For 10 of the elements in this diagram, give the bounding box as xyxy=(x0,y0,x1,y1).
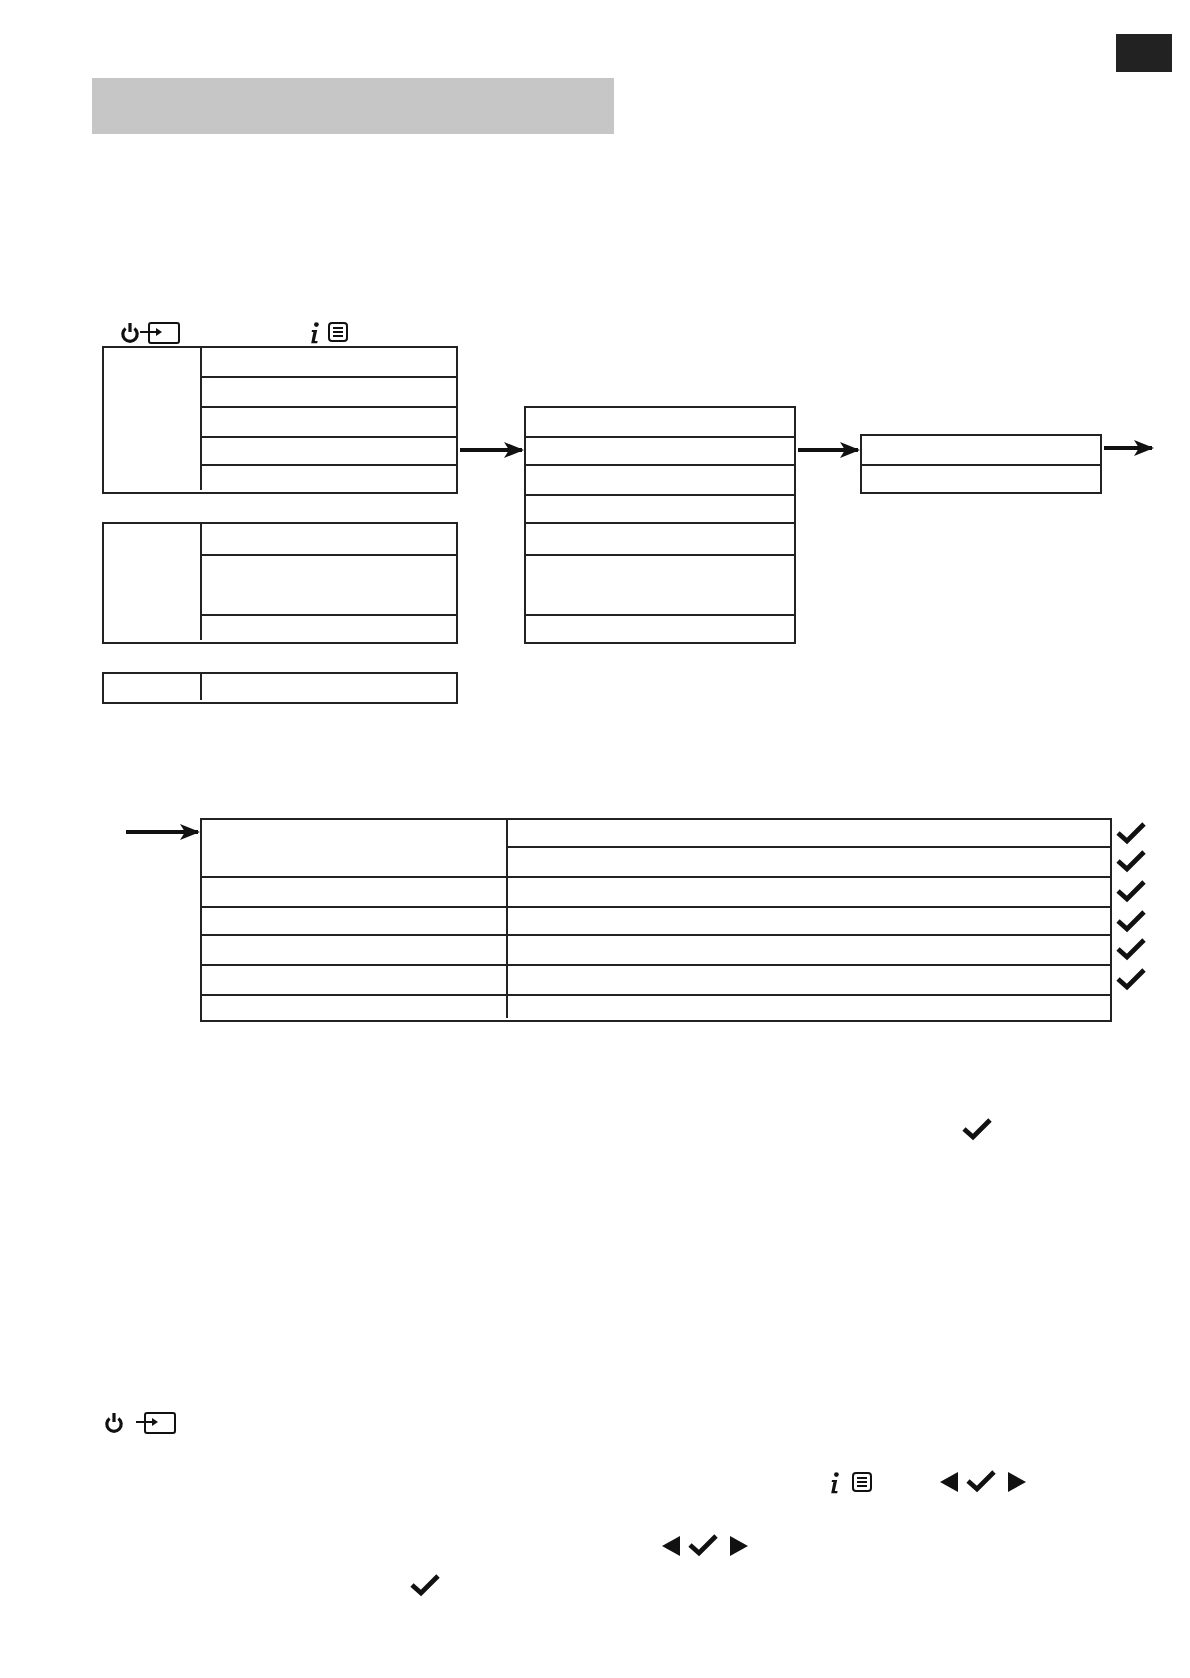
menu-table xyxy=(200,818,1112,1022)
arrow xyxy=(460,442,524,458)
arrow xyxy=(1104,440,1154,456)
arrow xyxy=(126,824,200,840)
menu-table xyxy=(524,406,796,644)
menu-table xyxy=(102,672,458,704)
menu-table xyxy=(102,522,458,644)
arrow xyxy=(798,442,860,458)
menu-table xyxy=(860,434,1102,494)
menu-table xyxy=(102,346,458,494)
